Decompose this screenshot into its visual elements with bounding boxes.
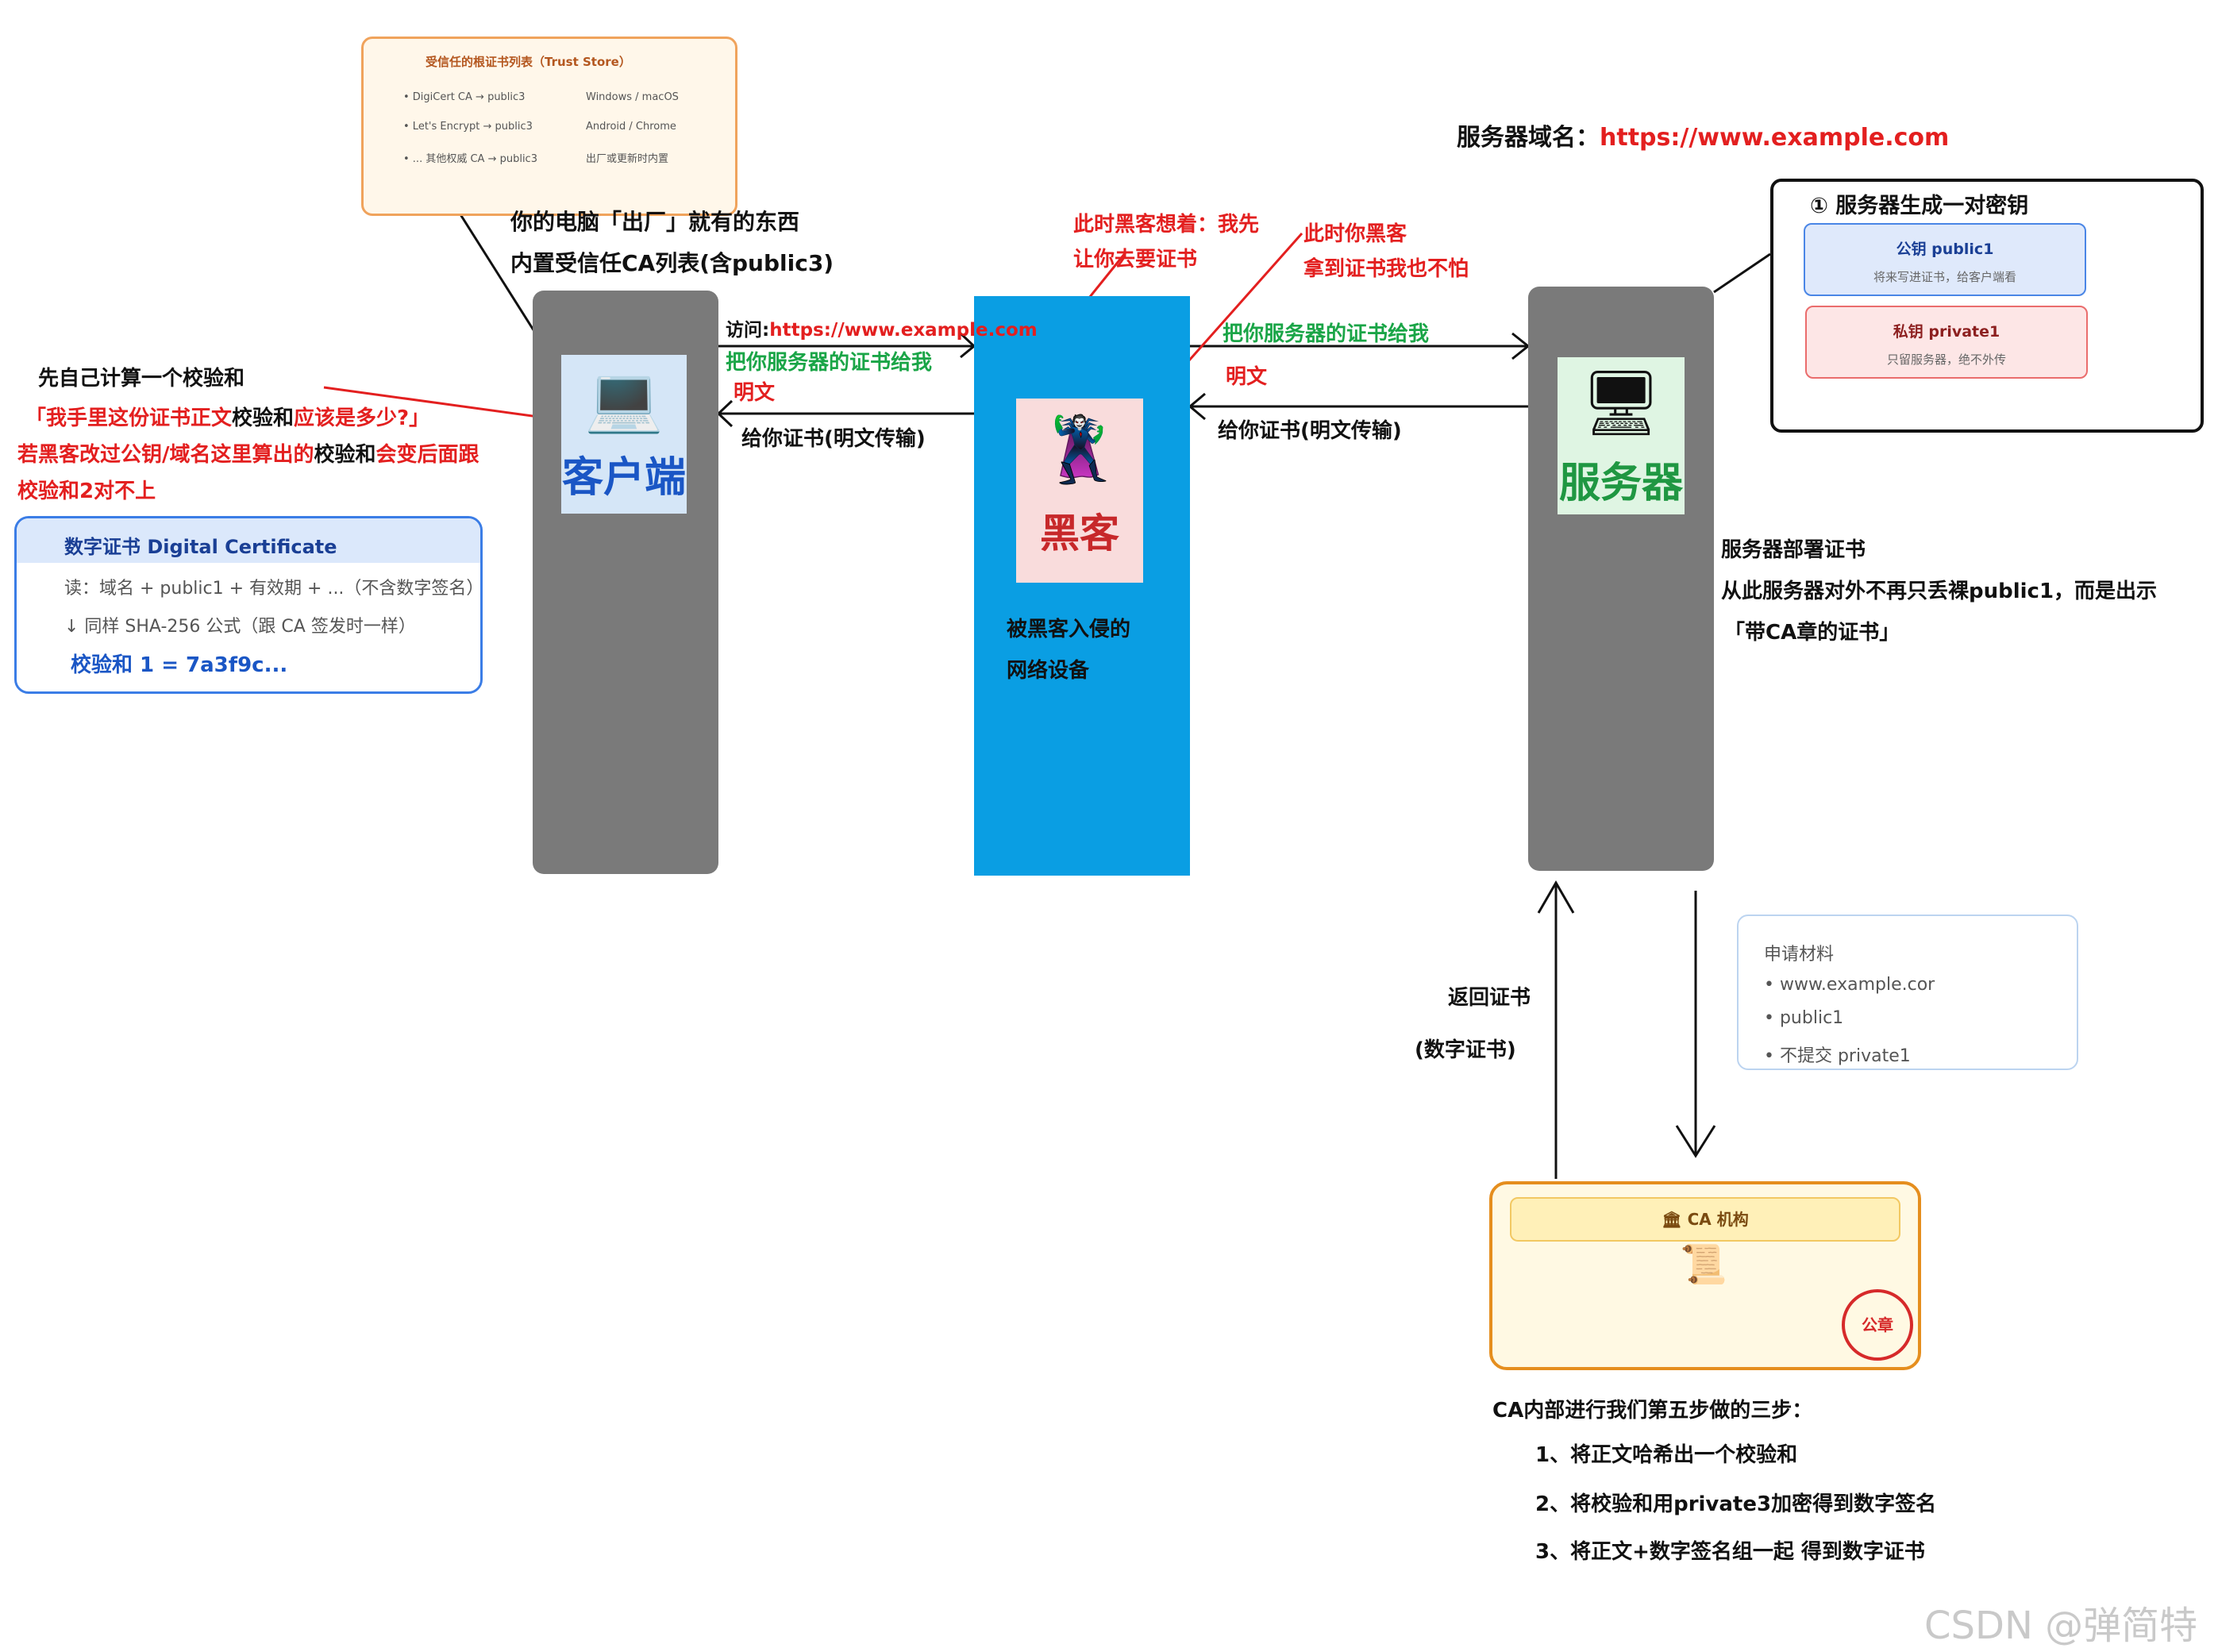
apply-title: 申请材料 bbox=[1764, 945, 1835, 965]
hacker-icon: 🦹 bbox=[1040, 413, 1119, 487]
server-note-line1: 服务器部署证书 bbox=[1721, 538, 1866, 562]
server-card: 🖥 服务器 bbox=[1558, 357, 1685, 514]
checksum-note-line3: 若黑客改过公钥/域名这里算出的校验和会变后面跟 bbox=[17, 438, 479, 468]
cert-line1: 读：域名 + public1 + 有效期 + ...（不含数字签名） bbox=[64, 579, 484, 599]
ca-step-3: 3、将正文+数字签名组一起 得到数字证书 bbox=[1535, 1540, 1925, 1564]
trust-store-title: 受信任的根证书列表（Trust Store） bbox=[426, 55, 631, 69]
scroll-icon: 📜 bbox=[1680, 1242, 1727, 1287]
checksum-word: 校验和 bbox=[232, 406, 295, 430]
plaintext-right: 明文 bbox=[1226, 365, 1268, 389]
client-card: 💻 客户端 bbox=[561, 355, 687, 514]
trust-store-row-right: 出厂或更新时内置 bbox=[586, 153, 669, 165]
response-arrow-head-left bbox=[716, 399, 734, 428]
cert-line2: ↓ 同样 SHA-256 公式（跟 CA 签发时一样） bbox=[64, 617, 416, 637]
keybox-connector bbox=[1713, 252, 1771, 294]
tamper-text-a: 若黑客改过公钥/域名这里算出的 bbox=[17, 443, 314, 467]
server-label: 服务器 bbox=[1558, 460, 1683, 507]
ca-title: 🏛 CA 机构 bbox=[1662, 1210, 1749, 1229]
checksum-note-line2: 「我手里这份证书正文校验和应该是多少?」 bbox=[25, 402, 429, 431]
ca-step-2: 2、将校验和用private3加密得到数字签名 bbox=[1535, 1492, 1937, 1516]
private-key-desc: 只留服务器，绝不外传 bbox=[1886, 352, 2006, 367]
trust-store-box: 受信任的根证书列表（Trust Store） • DigiCert CA → p… bbox=[361, 37, 737, 216]
private-key-title: 私钥 private1 bbox=[1893, 323, 2000, 341]
domain-url: https://www.example.com bbox=[1600, 124, 1950, 152]
cert-title: 数字证书 Digital Certificate bbox=[64, 536, 337, 558]
application-materials-box: 申请材料 • www.example.cor • public1 • 不提交 p… bbox=[1737, 915, 2078, 1070]
give-cert-right: 给你证书(明文传输) bbox=[1218, 419, 1402, 443]
checksum-question-c: 应该是多少?」 bbox=[294, 406, 430, 430]
apply-item: • public1 bbox=[1764, 1008, 1844, 1028]
client-note-line2: 内置受信任CA列表(含public3) bbox=[510, 250, 834, 276]
public-key-card: 公钥 public1 将来写进证书，给客户端看 bbox=[1804, 223, 2086, 296]
key-pair-box: ① 服务器生成一对密钥 公钥 public1 将来写进证书，给客户端看 私钥 p… bbox=[1770, 179, 2204, 433]
cert-header bbox=[17, 518, 480, 563]
visit-url: https://www.example.com bbox=[769, 320, 1038, 341]
ca-header: 🏛 CA 机构 bbox=[1510, 1197, 1900, 1242]
trust-store-row-left: • DigiCert CA → public3 bbox=[403, 91, 526, 103]
checksum-note-line1: 先自己计算一个校验和 bbox=[38, 367, 245, 391]
server-domain: 服务器域名：https://www.example.com bbox=[1457, 117, 1949, 152]
ca-step-1: 1、将正文哈希出一个校验和 bbox=[1535, 1443, 1798, 1467]
digital-certificate-box: 数字证书 Digital Certificate 读：域名 + public1 … bbox=[14, 516, 483, 694]
desktop-icon: 🖥 bbox=[1581, 366, 1662, 440]
domain-label: 服务器域名： bbox=[1457, 124, 1600, 152]
checksum-note-line4: 校验和2对不上 bbox=[17, 479, 156, 503]
ca-seal: 公章 bbox=[1842, 1289, 1913, 1361]
visit-text: 访问:https://www.example.com bbox=[726, 314, 1038, 341]
client-label: 客户端 bbox=[561, 454, 686, 502]
give-cert-left: 给你证书(明文传输) bbox=[741, 427, 926, 451]
ca-authority-box: 🏛 CA 机构 📜 公章 bbox=[1489, 1181, 1921, 1370]
hacker-card: 🦹 黑客 bbox=[1016, 399, 1143, 583]
plaintext-left: 明文 bbox=[734, 381, 776, 405]
return-cert-arrow-head bbox=[1537, 880, 1575, 914]
request-cert-right: 把你服务器的证书给我 bbox=[1223, 322, 1430, 346]
hacker-think-line1: 此时黑客想着：我先 bbox=[1073, 213, 1260, 237]
ca-steps-head: CA内部进行我们第五步做的三步： bbox=[1492, 1399, 1813, 1423]
return-cert-line1: 返回证书 bbox=[1448, 986, 1531, 1010]
hacker-think-line2: 让你去要证书 bbox=[1073, 248, 1198, 271]
tamper-text-c: 会变后面跟 bbox=[375, 443, 479, 467]
key-pair-title: ① 服务器生成一对密钥 bbox=[1810, 194, 2029, 218]
checksum-pointer bbox=[323, 386, 556, 421]
apply-item: • www.example.cor bbox=[1764, 975, 1935, 995]
visit-prefix: 访问: bbox=[726, 320, 770, 341]
client-note-line1: 你的电脑「出厂」就有的东西 bbox=[510, 209, 800, 235]
cert-checksum: 校验和 1 = 7a3f9c... bbox=[71, 653, 288, 677]
laptop-icon: 💻 bbox=[584, 362, 664, 436]
trust-store-row-right: Windows / macOS bbox=[586, 91, 679, 103]
public-key-desc: 将来写进证书，给客户端看 bbox=[1873, 270, 2016, 284]
apply-arrow-head bbox=[1675, 1125, 1716, 1158]
hacker-device bbox=[974, 296, 1190, 876]
checksum-question-a: 「我手里这份证书正文 bbox=[25, 406, 233, 430]
checksum-word: 校验和 bbox=[314, 443, 376, 467]
fear-line2: 拿到证书我也不怕 bbox=[1303, 257, 1469, 281]
trust-store-row-right: Android / Chrome bbox=[586, 121, 676, 133]
return-cert-line2: (数字证书) bbox=[1415, 1038, 1516, 1062]
hacker-label: 黑客 bbox=[1040, 510, 1119, 556]
private-key-card: 私钥 private1 只留服务器，绝不外传 bbox=[1805, 306, 2088, 379]
server-note-line3: 「带CA章的证书」 bbox=[1724, 621, 1900, 645]
apply-item: • 不提交 private1 bbox=[1764, 1046, 1911, 1066]
server-note-line2: 从此服务器对外不再只丢裸public1，而是出示 bbox=[1721, 580, 2158, 603]
response-arrow-head-right bbox=[1188, 392, 1206, 421]
trust-store-row-left: • Let's Encrypt → public3 bbox=[403, 121, 533, 133]
hacker-caption2: 网络设备 bbox=[1007, 659, 1090, 683]
hacker-caption1: 被黑客入侵的 bbox=[1007, 618, 1131, 641]
trust-store-row-left: • ... 其他权威 CA → public3 bbox=[403, 153, 537, 165]
public-key-title: 公钥 public1 bbox=[1896, 241, 1994, 258]
request-cert-left: 把你服务器的证书给我 bbox=[726, 351, 933, 375]
fear-line1: 此时你黑客 bbox=[1303, 222, 1407, 246]
watermark: CSDN @弹简特 bbox=[1924, 1604, 2198, 1648]
